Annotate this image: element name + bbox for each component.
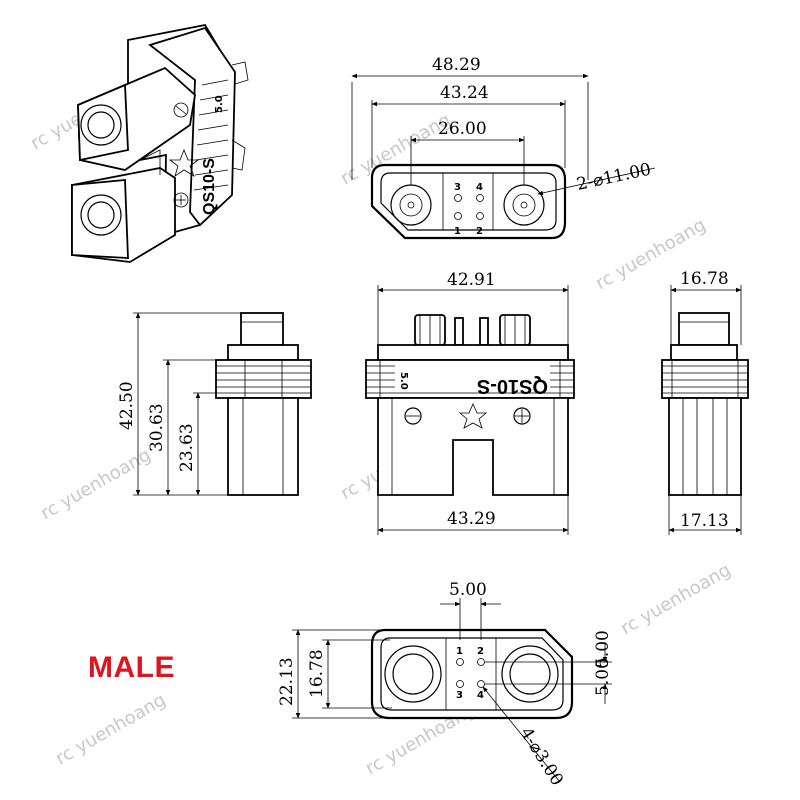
- right-view: 16.78 17.13: [661, 269, 749, 535]
- watermark-text: rc yuenhoang: [617, 559, 734, 639]
- dim-overall-width: 48.29: [432, 55, 481, 75]
- dim-pin-diameter: 4-⌀3.00: [516, 724, 567, 789]
- dim-contact-diameter: 2-⌀11.00: [575, 160, 653, 195]
- pin-label: 3: [456, 690, 463, 701]
- dim-right-top-width: 16.78: [680, 269, 729, 289]
- dim-vertical-spacing-2: 5.00: [593, 658, 613, 696]
- dim-mid-height: 30.63: [147, 403, 167, 452]
- pin-label: 4: [477, 690, 484, 701]
- face-view: 1 2 3 4 5.00 5.00 5.00 22.13 16.78 4-⌀3.…: [277, 580, 613, 789]
- mark-iso: 5.0: [214, 95, 225, 113]
- dim-top-width: 42.91: [447, 270, 496, 290]
- pin-label: 1: [454, 226, 461, 237]
- dim-pin-spacing: 5.00: [449, 580, 487, 600]
- pin-label: 4: [476, 182, 483, 193]
- model-marking: QS10-S: [477, 375, 548, 397]
- dim-center-spacing: 26.00: [438, 119, 487, 139]
- isometric-view: QS10-S 5.0: [71, 23, 249, 263]
- gender-label: MALE: [88, 651, 175, 684]
- pin-label: 2: [476, 226, 483, 237]
- dim-outer-height: 22.13: [277, 657, 297, 706]
- dim-inner-height: 16.78: [307, 649, 327, 698]
- dim-vertical-spacing: 5.00: [593, 630, 613, 668]
- dim-outer-width: 43.24: [440, 83, 489, 103]
- model-marking-iso: QS10-S: [201, 158, 218, 215]
- dim-right-bottom-width: 17.13: [680, 511, 729, 531]
- dim-total-height: 42.50: [117, 381, 137, 430]
- front-view: QS10-S 5.0 42.91 43.29: [365, 270, 575, 535]
- side-view: 42.50 30.63 23.63: [117, 312, 312, 496]
- pin-label: 3: [454, 182, 461, 193]
- dim-lower-height: 23.63: [177, 423, 197, 472]
- mark-front: 5.0: [398, 372, 409, 390]
- pin-label: 1: [456, 646, 463, 657]
- watermark-text: rc yuenhoang: [37, 444, 154, 524]
- watermark-text: rc yuenhoang: [52, 689, 169, 769]
- pin-label: 2: [477, 646, 484, 657]
- dim-bottom-width: 43.29: [447, 509, 496, 529]
